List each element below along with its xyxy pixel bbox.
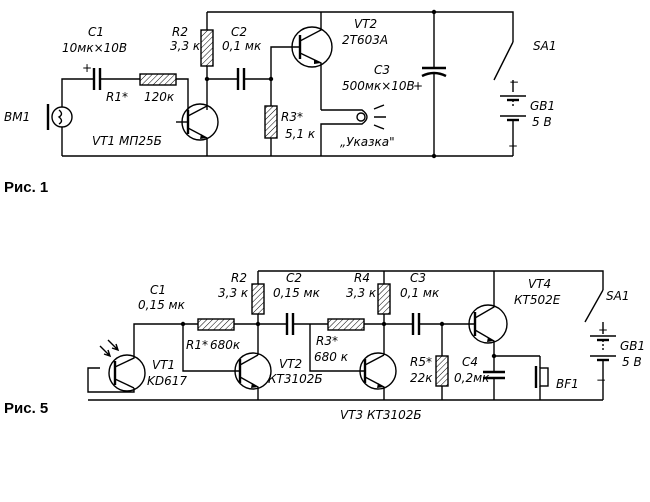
c4-name-fig5: C4 — [462, 355, 478, 369]
r3-name: R3* — [281, 110, 303, 124]
vt3-label-fig5: VT3 КТ3102Б — [340, 408, 422, 422]
resistor-r3 — [264, 62, 278, 156]
gb1-plus-fig5: + — [598, 323, 608, 337]
bm1-label: BM1 — [4, 110, 30, 124]
figure-1-caption: Рис. 1 — [4, 179, 48, 196]
r1-name-fig5: R1* — [186, 338, 208, 352]
r2-value-fig5: 3,3 к — [218, 286, 249, 300]
r4-value-fig5: 3,3 к — [346, 286, 377, 300]
resistor-r1 — [139, 73, 189, 110]
phototransistor-vt1 — [87, 323, 198, 393]
microphone-bm1 — [46, 78, 94, 156]
svg-text:+: + — [82, 61, 92, 75]
gb1-minus: − — [509, 75, 519, 89]
r2-value: 3,3 к — [170, 39, 201, 53]
r2-name: R2 — [172, 25, 188, 39]
gb1-value-fig5: 5 В — [622, 355, 642, 369]
gb1-value: 5 В — [532, 115, 552, 129]
transistor-vt4-fig5 — [468, 271, 508, 356]
r3-value-fig5: 680 к — [314, 350, 349, 364]
r1-value-fig5: 680к — [210, 338, 241, 352]
capacitor-c2 — [207, 68, 274, 90]
c2-name: C2 — [231, 25, 247, 39]
capacitor-c4-fig5 — [483, 353, 540, 400]
gb1-minus-fig5: − — [596, 373, 606, 387]
figure-5-caption: Рис. 5 — [4, 400, 48, 417]
pointer-lamp — [320, 104, 386, 156]
c1-name-fig5: C1 — [150, 283, 166, 297]
transistor-vt2 — [270, 12, 333, 110]
transistor-vt1 — [176, 103, 219, 156]
resistor-r5-fig5 — [435, 324, 449, 400]
capacitor-c3 — [421, 9, 447, 159]
c2-name-fig5: C2 — [286, 271, 302, 285]
vt2-type-fig5: КТ3102Б — [268, 372, 323, 386]
gb1-name: GB1 — [530, 99, 555, 113]
c1-name: C1 — [88, 25, 104, 39]
figure-5-schematic: R2 3,3 к C2 0,15 мк R4 3,3 к C3 0,1 мк V… — [87, 270, 645, 422]
capacitor-c2-fig5 — [258, 313, 328, 335]
sa1-label: SA1 — [533, 39, 556, 53]
r4-name-fig5: R4 — [354, 271, 370, 285]
r3-name-fig5: R3* — [316, 334, 338, 348]
c4-value-fig5: 0,2мк — [454, 371, 490, 385]
resistor-r1-fig5 — [197, 318, 261, 331]
c1-value-fig5: 0,15 мк — [138, 298, 186, 312]
r1-value: 120к — [144, 90, 175, 104]
vt4-type-fig5: КТ502Е — [514, 293, 561, 307]
transistor-vt2-fig5 — [182, 324, 272, 400]
battery-gb1-fig5 — [590, 335, 616, 400]
c1-value: 10мк×10В — [62, 41, 127, 55]
switch-sa1 — [493, 41, 514, 92]
capacitor-c3-fig5 — [384, 313, 475, 335]
c3-plus: + — [413, 79, 423, 93]
c3-name-fig5: C3 — [410, 271, 426, 285]
figure-1-schematic: + — [4, 9, 556, 159]
vt1-type-fig5: KD617 — [147, 374, 187, 388]
vt1-label: VT1 МП25Б — [92, 134, 162, 148]
vt2-name-fig5: VT2 — [279, 357, 302, 371]
buzzer-bf1 — [534, 356, 549, 400]
r1-name: R1* — [106, 90, 128, 104]
resistor-r4-fig5 — [377, 271, 391, 355]
resistor-r2-fig5 — [251, 271, 265, 355]
c2-value-fig5: 0,15 мк — [273, 286, 321, 300]
transistor-vt3-fig5 — [309, 324, 397, 400]
pointer-label: „Указка" — [340, 135, 395, 149]
c3-value: 500мк×10В — [342, 79, 415, 93]
switch-sa1-fig5 — [584, 289, 604, 334]
capacitor-c1: + — [82, 61, 140, 90]
vt2-name: VT2 — [354, 17, 377, 31]
gb1-name-fig5: GB1 — [620, 339, 645, 353]
battery-gb1 — [500, 95, 526, 156]
vt1-name-fig5: VT1 — [152, 358, 175, 372]
c3-name: C3 — [374, 63, 390, 77]
top-rail-wire — [207, 11, 514, 42]
c3-value-fig5: 0,1 мк — [400, 286, 440, 300]
gb1-plus: + — [508, 139, 518, 153]
resistor-r3-fig5 — [327, 318, 387, 331]
c2-value: 0,1 мк — [222, 39, 262, 53]
r5-name-fig5: R5* — [410, 355, 432, 369]
resistor-r2 — [200, 12, 214, 110]
r2-name-fig5: R2 — [231, 271, 247, 285]
sa1-label-fig5: SA1 — [606, 289, 629, 303]
r5-value-fig5: 22к — [410, 371, 433, 385]
r3-value: 5,1 к — [285, 127, 316, 141]
vt2-type: 2Т603А — [342, 33, 388, 47]
vt4-name-fig5: VT4 — [528, 277, 551, 291]
bf1-label: BF1 — [556, 377, 579, 391]
fig5-top-rail — [258, 270, 604, 290]
